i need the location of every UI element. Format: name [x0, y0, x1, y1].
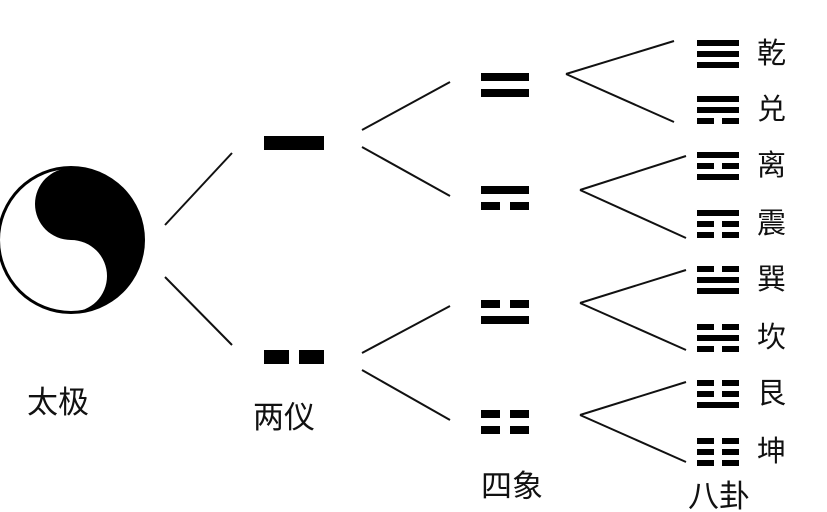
- connector-yang-taiyang: [361, 81, 451, 131]
- sixiang-3-yin-line-2-right: [510, 300, 529, 308]
- trigram-3-yin-line-2-left: [697, 163, 714, 169]
- trigram-name: 兑: [757, 92, 786, 126]
- sixiang-1-yang-line-2: [481, 73, 529, 81]
- trigram-name: 巽: [757, 262, 786, 296]
- liangyi-2-yin-line-1-left: [264, 350, 289, 364]
- sixiang-3-yang-line-1: [481, 316, 529, 324]
- trigram-5-yang-line-2: [697, 277, 739, 283]
- connector-taiji-yin: [164, 276, 233, 346]
- trigram-2-yin-line-1-left: [697, 118, 714, 124]
- trigram-4-yin-line-1-right: [722, 232, 739, 238]
- connector-shaoyang-xun: [579, 269, 687, 304]
- sixiang-symbols: [481, 73, 529, 434]
- connector-taiyin-kun: [579, 414, 687, 463]
- connector-taiji-yang: [164, 152, 233, 226]
- trigram-6-yang-line-2: [697, 335, 739, 341]
- trigram-8-yin-line-2-right: [722, 449, 739, 455]
- bagua-label: 八卦: [688, 479, 750, 512]
- trigram-8-yin-line-2-left: [697, 449, 714, 455]
- trigram-6-yin-line-1-right: [722, 346, 739, 352]
- trigram-4-yin-line-2-left: [697, 221, 714, 227]
- trigram-7-yin-line-2-right: [722, 391, 739, 397]
- sixiang-2-yin-line-1-right: [510, 202, 529, 210]
- trigram-name: 艮: [757, 376, 786, 410]
- trigram: 兑: [697, 92, 786, 126]
- trigram: 震: [697, 206, 786, 240]
- sixiang-symbol: [481, 186, 529, 210]
- trigram-7-yin-line-3-right: [722, 380, 739, 386]
- trigram: 离: [697, 148, 786, 182]
- connector-yin-taiyin: [361, 369, 451, 421]
- taiji-symbol: [0, 166, 145, 314]
- connector-shaoyang-kan: [579, 302, 687, 351]
- sixiang-4-yin-line-2-left: [481, 410, 500, 418]
- connector-shaoyin-li: [579, 155, 687, 191]
- trigram-5-yin-line-3-right: [722, 266, 739, 272]
- sixiang-symbol: [481, 410, 529, 434]
- connector-taiyin-gen: [579, 381, 687, 416]
- trigram-1-yang-line-1: [697, 62, 739, 68]
- trigram-name: 坎: [757, 320, 786, 354]
- sixiang-4-yin-line-1-left: [481, 426, 500, 434]
- trigram-name: 坤: [757, 434, 786, 468]
- sixiang-label: 四象: [481, 469, 543, 505]
- trigram-2-yang-line-2: [697, 107, 739, 113]
- liangyi-label: 两仪: [253, 400, 315, 436]
- sixiang-2-yin-line-1-left: [481, 202, 500, 210]
- connector-taiyang-dui: [565, 73, 675, 123]
- trigram-4-yin-line-1-left: [697, 232, 714, 238]
- trigram-8-yin-line-1-right: [722, 460, 739, 466]
- trigram-name: 乾: [757, 36, 786, 70]
- trigram-4-yang-line-3: [697, 210, 739, 216]
- trigram: 坎: [697, 320, 786, 354]
- sixiang-symbol: [481, 73, 529, 97]
- liangyi-symbols: [264, 136, 324, 364]
- connector-shaoyin-zhen: [579, 189, 687, 239]
- sixiang-1-yang-line-1: [481, 89, 529, 97]
- trigram-6-yin-line-1-left: [697, 346, 714, 352]
- liangyi-2-yin-line-1-right: [299, 350, 324, 364]
- trigram-name: 震: [757, 206, 786, 240]
- trigram-3-yang-line-3: [697, 152, 739, 158]
- trigram-6-yin-line-3-right: [722, 324, 739, 330]
- sixiang-4-yin-line-2-right: [510, 410, 529, 418]
- trigram-5-yin-line-3-left: [697, 266, 714, 272]
- sixiang-symbol: [481, 300, 529, 324]
- trigram-5-yang-line-1: [697, 288, 739, 294]
- trigram-7-yang-line-1: [697, 402, 739, 408]
- connector-lines: [164, 40, 687, 463]
- trigram: 乾: [697, 36, 786, 70]
- trigram-4-yin-line-2-right: [722, 221, 739, 227]
- liangyi-1-yang-line-1: [264, 136, 324, 150]
- sixiang-3-yin-line-2-left: [481, 300, 500, 308]
- trigram-1-yang-line-2: [697, 51, 739, 57]
- trigram-8-yin-line-3-right: [722, 438, 739, 444]
- liangyi-symbol: [264, 350, 324, 364]
- yin-dot: [53, 277, 73, 297]
- trigram-1-yang-line-3: [697, 40, 739, 46]
- trigram-3-yin-line-2-right: [722, 163, 739, 169]
- trigram-2-yin-line-1-right: [722, 118, 739, 124]
- trigram: 坤: [697, 434, 786, 468]
- trigram-7-yin-line-2-left: [697, 391, 714, 397]
- taiji-label: 太极: [27, 385, 89, 421]
- connector-taiyang-qian: [565, 40, 675, 75]
- connector-yang-shaoyin: [361, 146, 451, 197]
- liangyi-symbol: [264, 136, 324, 150]
- trigram-name: 离: [757, 148, 786, 182]
- trigram-8-yin-line-3-left: [697, 438, 714, 444]
- trigram-6-yin-line-3-left: [697, 324, 714, 330]
- trigram-8-yin-line-1-left: [697, 460, 714, 466]
- connector-yin-shaoyang: [361, 305, 451, 354]
- trigram: 艮: [697, 376, 786, 410]
- sixiang-2-yang-line-2: [481, 186, 529, 194]
- trigram-2-yang-line-3: [697, 96, 739, 102]
- trigram: 巽: [697, 262, 786, 296]
- trigram-7-yin-line-3-left: [697, 380, 714, 386]
- trigram-3-yang-line-1: [697, 174, 739, 180]
- yang-dot: [53, 199, 73, 219]
- sixiang-4-yin-line-1-right: [510, 426, 529, 434]
